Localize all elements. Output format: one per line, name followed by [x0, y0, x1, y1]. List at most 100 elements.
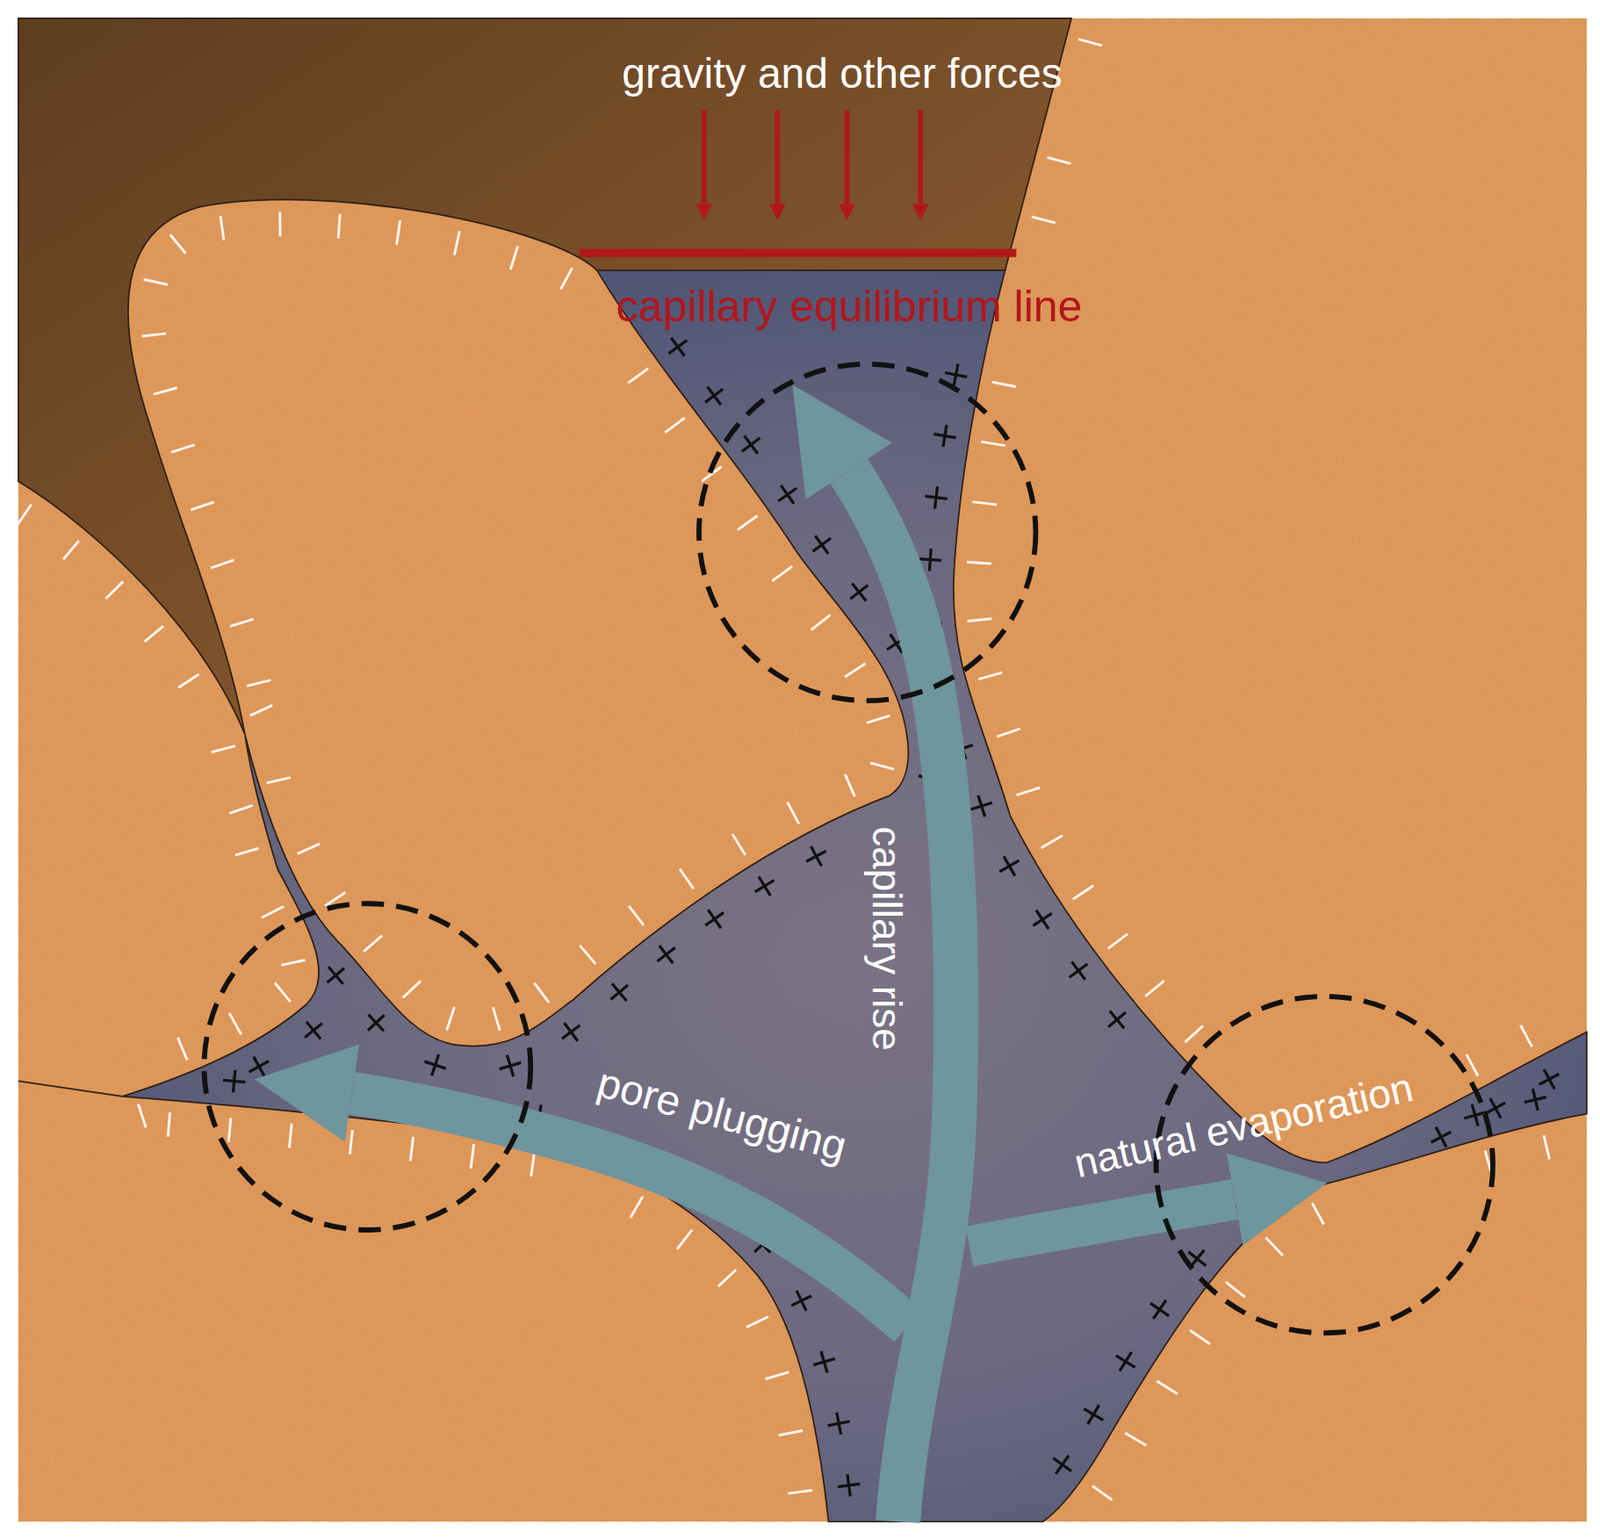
surface-tick: [1073, 886, 1094, 900]
surface-tick: [170, 234, 187, 253]
dashed-circle: [1156, 996, 1493, 1334]
charge-plus: [1046, 1448, 1079, 1481]
surface-tick: [579, 945, 596, 965]
surface-tick: [1311, 1203, 1324, 1225]
surface-tick: [153, 388, 178, 395]
surface-tick: [787, 802, 800, 825]
surface-tick: [510, 245, 518, 270]
charge-plus: [699, 903, 731, 936]
charge-plus: [843, 576, 875, 608]
surface-tick: [338, 214, 340, 239]
charge-plus: [836, 1473, 862, 1500]
charge-plus: [662, 331, 694, 363]
charge-plus: [1426, 1122, 1456, 1153]
force-arrow: [775, 109, 781, 204]
surface-tick: [1046, 157, 1071, 164]
surface-tick: [349, 1130, 353, 1155]
surface-tick: [628, 368, 649, 383]
surface-tick: [1466, 1054, 1478, 1077]
surface-tick: [1108, 934, 1128, 950]
surface-tick: [811, 614, 831, 630]
surface-tick: [137, 1104, 146, 1128]
surface-tick: [866, 715, 891, 723]
charge-plus: [1521, 1086, 1550, 1114]
surface-tick: [105, 581, 123, 599]
surface-tick: [679, 869, 694, 890]
surface-tick: [144, 626, 165, 642]
charge-plus: [810, 1347, 839, 1377]
surface-tick: [266, 778, 291, 784]
surface-tick: [229, 805, 253, 814]
surface-tick: [288, 1124, 292, 1149]
annotation-label: capillary equilibrium line: [616, 282, 1083, 332]
charge-plus: [222, 1069, 247, 1095]
surface-tick: [1016, 787, 1041, 795]
charge-plus: [1026, 904, 1058, 936]
force-arrow: [701, 109, 707, 204]
charge-plus: [650, 938, 683, 971]
surface-tick: [560, 267, 572, 290]
surface-tick: [732, 834, 746, 856]
surface-tick: [1145, 980, 1164, 997]
surface-tick: [980, 441, 1006, 446]
dashed-circle: [699, 364, 1036, 701]
flow-arrow: [969, 1199, 1235, 1247]
surface-tick: [844, 774, 855, 798]
charge-plus: [420, 1051, 449, 1080]
surface-tick: [664, 418, 685, 433]
surface-tick: [281, 960, 305, 966]
surface-tick: [144, 279, 168, 285]
surface-tick: [972, 502, 998, 505]
surface-tick: [746, 1317, 769, 1328]
surface-tick: [1265, 1238, 1283, 1256]
surface-tick: [167, 1112, 170, 1138]
charge-plus: [698, 380, 730, 412]
surface-tick: [1124, 1433, 1146, 1446]
surface-tick: [210, 560, 234, 569]
surface-tick: [1092, 1486, 1113, 1501]
surface-tick: [870, 763, 894, 770]
surface-tick: [171, 445, 195, 454]
surface-tick: [261, 906, 284, 918]
surface-tick: [844, 663, 865, 678]
charge-plus: [735, 429, 767, 462]
surface-tick: [178, 674, 199, 688]
surface-tick: [1184, 1025, 1204, 1043]
surface-tick: [190, 502, 214, 511]
soil-texture: [18, 18, 1587, 1522]
equilibrium-line: [579, 248, 1017, 257]
surface-tick: [1156, 1381, 1178, 1395]
charge-plus: [297, 1015, 330, 1047]
surface-tick: [996, 728, 1020, 737]
soil-ground: [18, 18, 1587, 1522]
charge-plus: [800, 841, 832, 873]
surface-tick: [454, 230, 460, 255]
surface-tick: [250, 705, 273, 716]
surface-tick: [141, 333, 166, 337]
surface-tick: [1031, 216, 1056, 224]
charge-plus: [749, 871, 780, 902]
surface-tick: [403, 980, 421, 998]
surface-tick: [966, 619, 992, 622]
charge-plus: [923, 484, 949, 510]
surface-tick: [533, 983, 549, 1003]
charge-plus: [931, 423, 958, 449]
flow-arrow: [849, 471, 957, 1523]
surface-tick: [229, 1013, 242, 1035]
surface-charge-marks: [17, 39, 1564, 1501]
annotation-label: capillary rise: [864, 826, 910, 1052]
charge-plus: [244, 1051, 275, 1082]
surface-tick: [737, 516, 758, 531]
surface-tick: [966, 562, 992, 564]
surface-tick: [446, 1007, 455, 1031]
surface-tick: [531, 1153, 535, 1178]
surface-tick: [978, 672, 1002, 680]
charge-plus: [806, 529, 838, 562]
surface-tick: [396, 220, 401, 246]
force-arrow: [844, 109, 851, 204]
surface-tick: [1225, 1282, 1246, 1298]
surface-tick: [278, 211, 282, 237]
